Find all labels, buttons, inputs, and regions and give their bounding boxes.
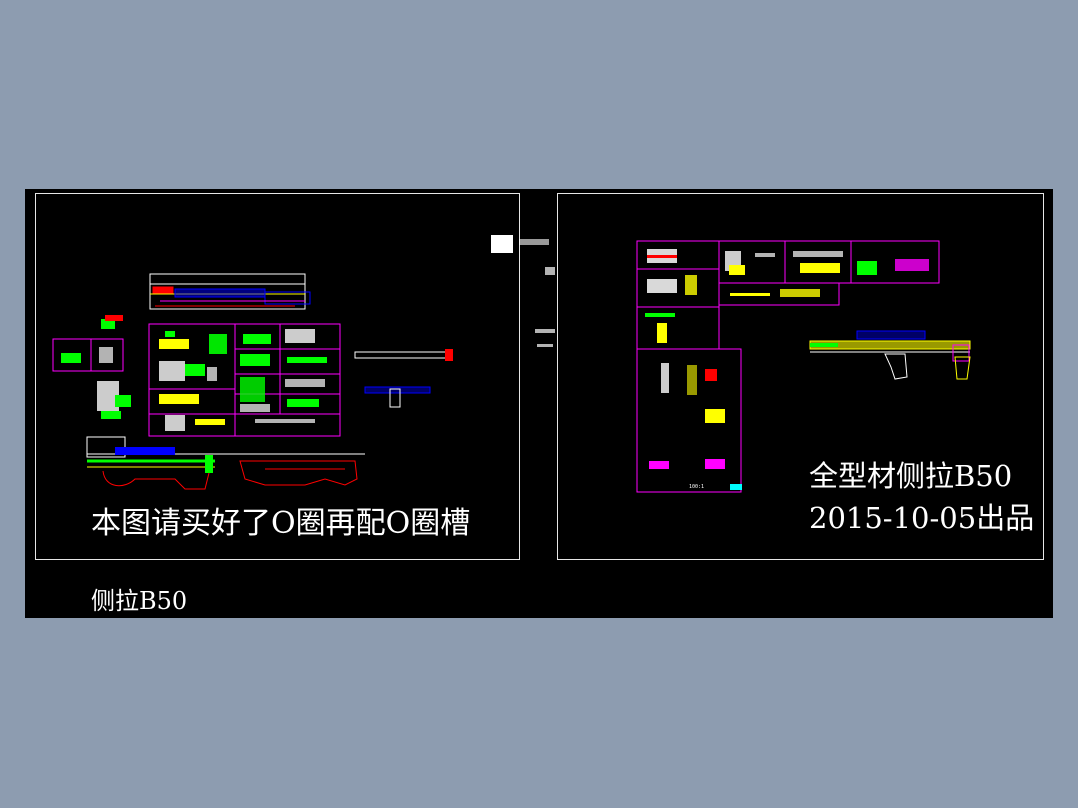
loose-part-details: [491, 235, 555, 347]
barrel-drawing: [354, 349, 453, 408]
drawing-title: 全型材侧拉B50: [809, 459, 1013, 493]
sheet-note: 本图请买好了O圈再配O圈槽: [91, 506, 471, 541]
model-label: 侧拉B50: [91, 587, 188, 615]
drawing-sheet-right: [557, 193, 1044, 560]
parts-detail-content: [159, 329, 327, 431]
release-date: 2015-10-05出品: [809, 501, 1035, 535]
cad-linework: 100:1: [52, 235, 971, 493]
drawing-sheet-left: [35, 193, 520, 560]
parts-detail-grid: [148, 323, 341, 437]
rifle-side-view: [809, 330, 971, 380]
cad-model-space[interactable]: 100:1 本图请买好了O圈再配O圈槽 侧拉B50 全型材侧拉B50 2015-…: [25, 189, 1053, 618]
top-assembly-drawing: [149, 273, 311, 310]
side-detail-group: [52, 315, 131, 419]
right-parts-content: [645, 249, 929, 490]
rifle-assembly-drawing: [86, 436, 365, 490]
right-parts-grid: [636, 240, 940, 493]
scale-label: 100:1: [689, 484, 704, 490]
